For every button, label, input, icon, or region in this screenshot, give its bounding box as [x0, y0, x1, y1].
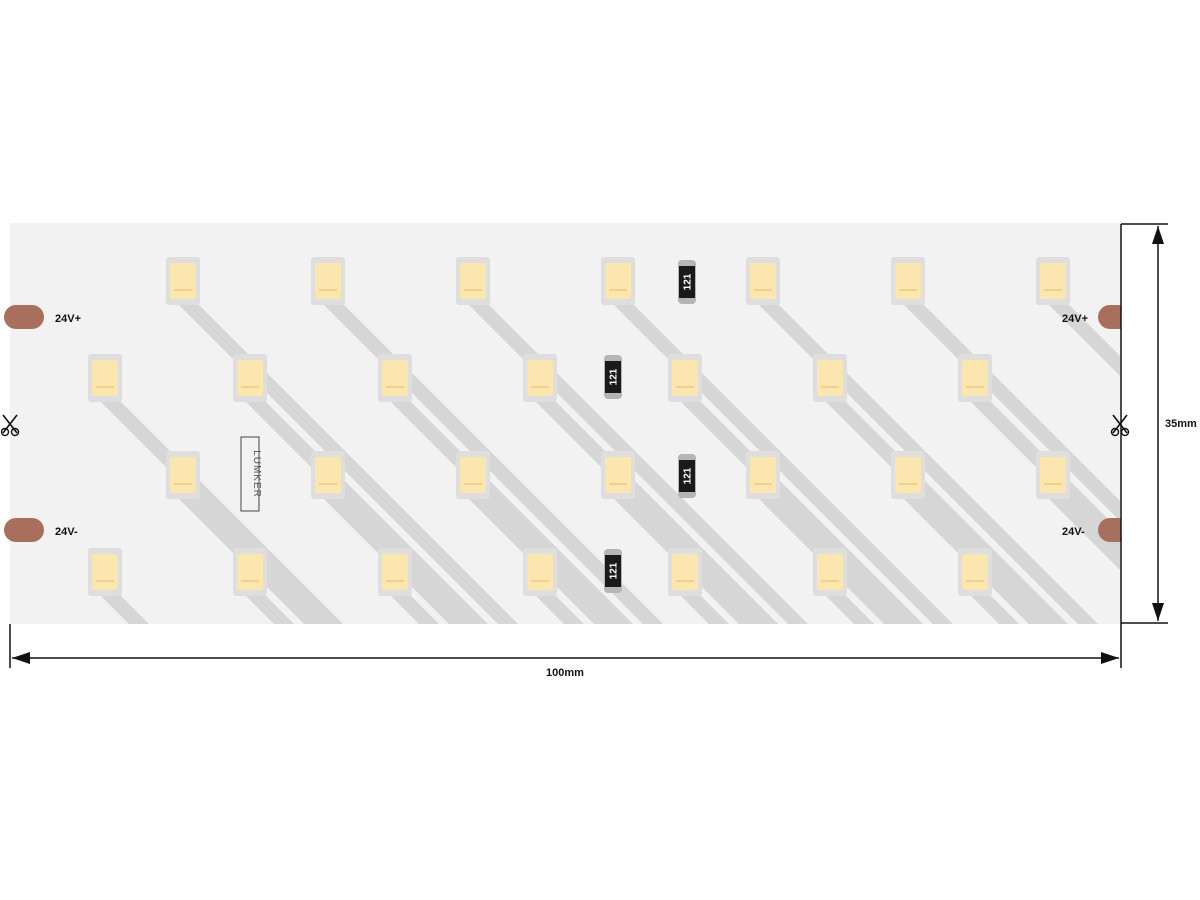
led-chip[interactable]: [813, 354, 847, 402]
scissors-icon[interactable]: [1110, 414, 1130, 437]
resistor-code: 121: [683, 273, 694, 290]
led-chip[interactable]: [378, 548, 412, 596]
pad-top-left[interactable]: [4, 305, 44, 329]
led-chip[interactable]: [523, 548, 557, 596]
dimension-height: 35mm: [1121, 223, 1197, 624]
led-shadow: [95, 590, 149, 624]
led-array: [88, 257, 1070, 596]
led-shadow: [675, 590, 729, 624]
led-chip[interactable]: [746, 451, 780, 499]
dimension-width: 100mm: [9, 624, 1122, 679]
led-shadow: [675, 396, 923, 624]
led-chip[interactable]: [668, 548, 702, 596]
pad-label-top-left: 24V+: [55, 313, 81, 325]
led-chip[interactable]: [958, 354, 992, 402]
led-shadow: [965, 590, 1019, 624]
resistor[interactable]: 121: [604, 355, 622, 399]
led-chip[interactable]: [233, 548, 267, 596]
led-chip[interactable]: [958, 548, 992, 596]
pad-label-top-right: 24V+: [1062, 313, 1088, 325]
led-shadow: [1043, 493, 1120, 570]
resistor[interactable]: 121: [604, 549, 622, 593]
led-chip[interactable]: [601, 257, 635, 305]
led-shadow: [530, 590, 584, 624]
led-shadow: [385, 590, 439, 624]
led-chip[interactable]: [88, 354, 122, 402]
led-chip[interactable]: [311, 451, 345, 499]
led-chip[interactable]: [891, 451, 925, 499]
led-shadow: [240, 396, 488, 624]
led-shadow: [95, 396, 343, 624]
resistor-code: 121: [683, 467, 694, 484]
led-chip[interactable]: [456, 451, 490, 499]
brand-mark: LUMKER: [240, 436, 262, 512]
resistor-code: 121: [609, 562, 620, 579]
led-shadow: [1043, 299, 1120, 376]
led-chip[interactable]: [88, 548, 122, 596]
resistor-code: 121: [609, 368, 620, 385]
led-shadow: [820, 590, 874, 624]
resistor[interactable]: 121: [678, 454, 696, 498]
led-chip[interactable]: [813, 548, 847, 596]
led-chip[interactable]: [1036, 257, 1070, 305]
led-chip[interactable]: [166, 451, 200, 499]
led-chip[interactable]: [311, 257, 345, 305]
pad-label-bottom-left: 24V-: [55, 526, 78, 538]
led-chip[interactable]: [746, 257, 780, 305]
led-chip[interactable]: [601, 451, 635, 499]
led-chip[interactable]: [378, 354, 412, 402]
led-shadow: [385, 396, 633, 624]
resistor[interactable]: 121: [678, 260, 696, 304]
scissors-icon[interactable]: [0, 414, 20, 437]
led-chip[interactable]: [166, 257, 200, 305]
pad-label-bottom-right: 24V-: [1062, 526, 1085, 538]
brand-text: LUMKER: [251, 450, 262, 498]
resistor-array: 121 121 121 121: [604, 260, 696, 593]
led-chip[interactable]: [233, 354, 267, 402]
led-shadow: [240, 590, 294, 624]
led-chip[interactable]: [523, 354, 557, 402]
dimension-height-label: 35mm: [1165, 418, 1197, 430]
led-chip[interactable]: [891, 257, 925, 305]
led-chip[interactable]: [456, 257, 490, 305]
led-shadow: [530, 396, 778, 624]
led-chip[interactable]: [668, 354, 702, 402]
led-chip[interactable]: [1036, 451, 1070, 499]
led-shadow: [820, 396, 1068, 624]
dimension-width-label: 100mm: [546, 667, 584, 679]
pad-bottom-left[interactable]: [4, 518, 44, 542]
